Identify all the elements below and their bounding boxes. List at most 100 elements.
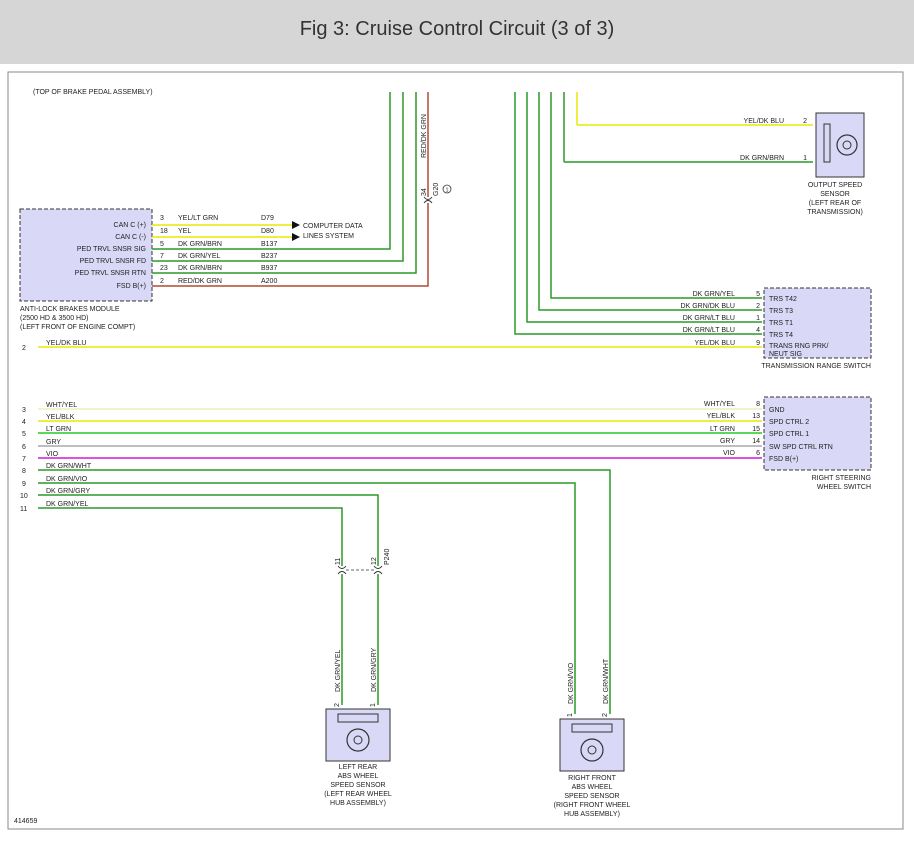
left-wire-label: DK GRN/YEL	[46, 501, 89, 508]
red-wire-connector: G20	[433, 183, 440, 196]
abs-circuit-label: A200	[261, 278, 277, 285]
trs-wire-label: DK GRN/DK BLU	[681, 303, 735, 310]
rsw-wire-label: VIO	[723, 450, 736, 457]
abs-circuit-label: B237	[261, 253, 277, 260]
abs-circuit-label: B137	[261, 241, 277, 248]
lr-name-3: SPEED SENSOR	[330, 782, 385, 789]
trs-pin-number: 4	[756, 327, 760, 334]
abs-pin-row: FSD B(+) 2 RED/DK GRN A200	[117, 278, 278, 290]
trs-left-wire: YEL/DK BLU	[46, 340, 86, 347]
abs-pin-number: 18	[160, 228, 168, 235]
trs-extra-label: NEUT SIG	[769, 351, 802, 358]
connector-pin-a: 11	[335, 558, 342, 565]
trs-pin-label: TRS T42	[769, 296, 797, 303]
rsw-wire-label: WHT/YEL	[704, 401, 735, 408]
data-lines-label-1: COMPUTER DATA	[303, 223, 363, 230]
left-wire-label: YEL/BLK	[46, 414, 75, 421]
abs-pin-row: PED TRVL SNSR RTN 23 DK GRN/BRN B937	[75, 265, 278, 277]
abs-pin-row: PED TRVL SNSR FD 7 DK GRN/YEL B237	[80, 253, 278, 265]
rf-name-4: (RIGHT FRONT WHEEL	[554, 802, 631, 809]
title-bar: Fig 3: Cruise Control Circuit (3 of 3)	[0, 0, 914, 64]
lr-name-5: HUB ASSEMBLY)	[330, 800, 386, 807]
page-title: Fig 3: Cruise Control Circuit (3 of 3)	[299, 18, 615, 40]
rsw-wire-label: YEL/BLK	[707, 413, 736, 420]
left-wire-label: DK GRN/WHT	[46, 463, 92, 470]
abs-pin-label: CAN C (+)	[114, 222, 146, 229]
abs-wire-label: DK GRN/BRN	[178, 265, 222, 272]
wire-ped-trvl-fd	[152, 92, 404, 262]
abs-circuit-label: D80	[261, 228, 274, 235]
abs-circuit-label: D79	[261, 215, 274, 222]
connector-pin-b: 12	[371, 557, 378, 565]
lr-pin: 1	[370, 703, 377, 707]
rsw-name-1: RIGHT STEERING	[812, 475, 871, 482]
left-pin: 7	[22, 456, 26, 463]
osm-name-4: TRANSMISSION)	[807, 209, 863, 216]
left-pin: 6	[22, 444, 26, 451]
rf-name-5: HUB ASSEMBLY)	[564, 811, 620, 818]
rsw-pin-number: 6	[756, 450, 760, 457]
rsw-pin-number: 15	[752, 426, 760, 433]
abs-pin-row: CAN C (-) 18 YEL D80	[115, 228, 274, 241]
reference-circle-icon	[442, 184, 452, 194]
rsw-pin-label: GND	[769, 407, 785, 414]
inline-connector-icon	[373, 565, 383, 575]
abs-wire-label: DK GRN/YEL	[178, 253, 221, 260]
left-pin: 5	[22, 431, 26, 438]
abs-module-name-1: ANTI-LOCK BRAKES MODULE	[20, 306, 120, 313]
osm-name-2: SENSOR	[820, 191, 850, 198]
osm-name-3: (LEFT REAR OF	[809, 200, 861, 207]
red-wire-pin: 34	[421, 188, 428, 196]
rsw-pin-label: SW SPD CTRL RTN	[769, 444, 833, 451]
abs-pin-number: 2	[160, 278, 164, 285]
trs-wire-label: DK GRN/LT BLU	[683, 327, 735, 334]
left-wire-label: VIO	[46, 451, 59, 458]
lr-name-2: ABS WHEEL	[338, 773, 379, 780]
wire-dk-grn-vio	[38, 482, 576, 714]
rsw-pin-number: 8	[756, 401, 760, 408]
trs-pin-label: TRS T3	[769, 308, 793, 315]
abs-circuit-label: B937	[261, 265, 277, 272]
left-wire-label: GRY	[46, 439, 61, 446]
rf-wire-label: DK GRN/WHT	[603, 658, 610, 704]
left-pin: 4	[22, 419, 26, 426]
osm-pin-number: 1	[803, 155, 807, 162]
wire-dk-grn-yel	[38, 507, 343, 566]
wire-fsd-b	[152, 203, 429, 287]
abs-wire-label: DK GRN/BRN	[178, 241, 222, 248]
reference-circle-number: 1	[446, 188, 449, 194]
arrow-icon	[292, 233, 300, 241]
rsw-pin-label: SPD CTRL 2	[769, 419, 809, 426]
rf-name-2: ABS WHEEL	[572, 784, 613, 791]
left-rear-sensor-box	[325, 708, 391, 762]
sensor-coil-icon	[823, 123, 858, 163]
rsw-pin-label: SPD CTRL 1	[769, 431, 809, 438]
abs-pin-number: 5	[160, 241, 164, 248]
trs-pin-number: 5	[756, 291, 760, 298]
abs-module-name-3: (LEFT FRONT OF ENGINE COMPT)	[20, 324, 135, 331]
abs-pin-label: CAN C (-)	[115, 234, 146, 241]
rf-name-1: RIGHT FRONT	[568, 775, 616, 782]
left-wire-label: LT GRN	[46, 426, 71, 433]
wire-ped-trvl-sig	[152, 92, 391, 250]
osm-pin-number: 2	[803, 118, 807, 125]
rf-name-3: SPEED SENSOR	[564, 793, 619, 800]
inline-connector-icon	[423, 196, 433, 204]
wire-trs-t4	[514, 92, 762, 335]
abs-wire-label: YEL/LT GRN	[178, 215, 218, 222]
red-wire-label: RED/DK GRN	[421, 114, 428, 158]
wire-trs-t3	[538, 92, 762, 311]
abs-module-box	[19, 208, 153, 302]
lr-wire-label: DK GRN/GRY	[371, 647, 378, 692]
rsw-pin-number: 13	[752, 413, 760, 420]
trs-pin-label: TRS T1	[769, 320, 793, 327]
abs-pin-label: FSD B(+)	[117, 283, 146, 290]
left-wire-labels: 3 WHT/YEL 4 YEL/BLK 5 LT GRN 6 GRY 7 VIO…	[20, 402, 92, 513]
abs-pin-row: PED TRVL SNSR SIG 5 DK GRN/BRN B137	[77, 241, 278, 253]
steering-switch-box	[763, 396, 872, 471]
trs-pin-number: 9	[756, 340, 760, 347]
abs-pin-row: CAN C (+) 3 YEL/LT GRN D79	[114, 215, 274, 229]
rsw-name-2: WHEEL SWITCH	[817, 484, 871, 491]
wire-dk-grn-wht	[38, 469, 611, 714]
